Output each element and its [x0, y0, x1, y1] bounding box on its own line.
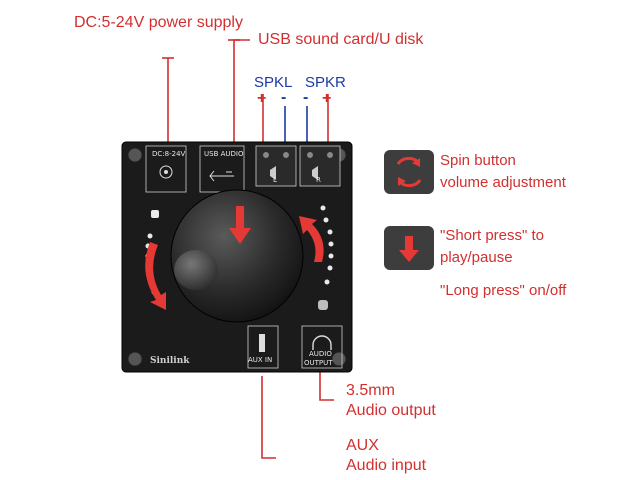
short-press-label-2: play/pause [440, 249, 513, 266]
board-audio-output-2: OUTPUT [304, 359, 333, 367]
board-dc-label: DC:8-24V [152, 150, 186, 158]
press-icon [384, 226, 434, 270]
aux-leader-line [261, 376, 276, 459]
aux-in-port [247, 325, 279, 369]
spkl-label: SPKL [254, 74, 293, 91]
short-press-label-1: "Short press" to [440, 227, 545, 244]
audio-output-label-2: Audio output [346, 402, 436, 419]
rotation-arrow-right [299, 216, 324, 262]
aux-label-1: AUX [346, 437, 379, 454]
spkl-minus: - [281, 89, 287, 106]
spkl-plus: + [257, 90, 267, 107]
amplifier-board [121, 141, 353, 373]
audio-output-leader-line [319, 372, 334, 401]
usb-label: USB sound card/U disk [258, 31, 424, 48]
led-ring-right [318, 205, 334, 310]
spkr-minus: - [303, 89, 309, 106]
board-speaker-l: L [273, 176, 277, 184]
speaker-terminal-right [299, 145, 341, 187]
board-aux-label: AUX IN [248, 356, 273, 364]
spin-label-1: Spin button [440, 152, 516, 169]
board-usb-label: USB AUDIO [204, 150, 244, 158]
knob-dimple [174, 250, 218, 290]
audio-output-port [301, 325, 343, 369]
usb-leader-line [233, 39, 250, 142]
spkr-label: SPKR [305, 74, 346, 91]
board-brand: Sinilink [150, 356, 190, 366]
spkr-plus: + [322, 90, 332, 107]
dc-jack [145, 145, 187, 193]
aux-label-2: Audio input [346, 457, 427, 474]
long-press-label: "Long press" on/off [440, 282, 567, 299]
board-audio-output-1: AUDIO [309, 350, 332, 358]
volume-knob [170, 189, 304, 323]
spin-icon [384, 150, 434, 194]
board-speaker-r: R [316, 176, 321, 184]
audio-output-label-1: 3.5mm [346, 382, 395, 399]
rotation-arrow-left [145, 242, 166, 310]
press-arrow-board [229, 206, 251, 244]
power-supply-label: DC:5-24V power supply [74, 14, 243, 31]
spin-label-2: volume adjustment [440, 174, 566, 191]
